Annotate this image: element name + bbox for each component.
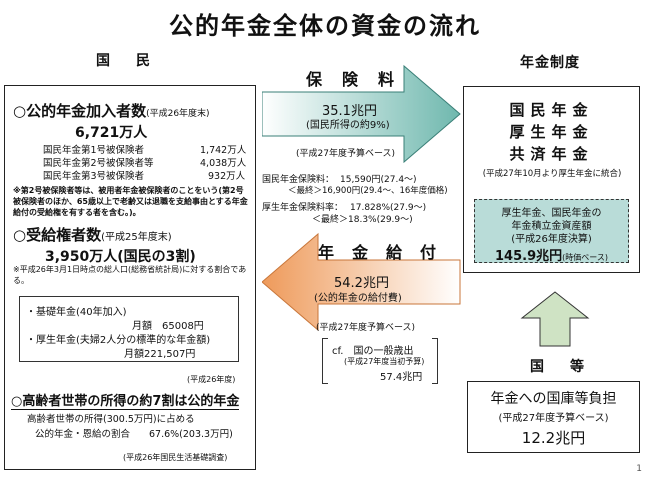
- national-premium-current: 15,590円(27.4～): [340, 175, 417, 185]
- benefit-arrow: [262, 232, 461, 332]
- welfare-rate-label: 厚生年金保険料率：: [262, 203, 344, 213]
- system-kyosai: 共済年金: [509, 145, 594, 163]
- enrollee-row-2-label: 国民年金第2号被保険者等: [43, 158, 154, 169]
- cf-line-1: cf. 国の一般歳出: [332, 346, 414, 357]
- recipients-total: 3,950万人(国民の3割): [45, 249, 196, 265]
- pension-system-box: 国民年金 厚生年金 共済年金 (平成27年10月より厚生年金に統合) 厚生年金、…: [463, 86, 640, 273]
- national-premium-label: 国民年金保険料：: [262, 175, 335, 185]
- enrollees-total: 6,721万人: [75, 125, 148, 141]
- national-premium-final: ＜最終＞16,900円(29.4～、16年度価格): [288, 186, 448, 196]
- premium-amount: 35.1兆円: [322, 104, 377, 119]
- page-title: 公的年金全体の資金の流れ: [169, 12, 481, 40]
- cf-line-3: 57.4兆円: [380, 372, 423, 383]
- ratio-line-2: 公的年金・恩給の割合 67.6%(203.3万円): [35, 429, 233, 440]
- ratio-line-1: 高齢者世帯の所得(300.5万円)に占める: [27, 414, 195, 425]
- premium-basis: (平成27年度予算ベース): [296, 149, 396, 159]
- citizens-box: ○公的年金加入者数(平成26年度末) 6,721万人 国民年金第1号被保険者 1…: [4, 85, 256, 470]
- system-merge-note: (平成27年10月より厚生年金に統合): [482, 169, 622, 179]
- premium-arrow: [262, 64, 461, 164]
- label-nenkin-seido: 年金制度: [520, 55, 580, 71]
- enrollee-row-1-value: 1,742万人: [200, 145, 247, 156]
- benefit-amount-note: (平成26年度): [187, 375, 236, 384]
- system-kosei: 厚生年金: [509, 123, 594, 141]
- enrollees-footnote: ※第2号被保険者等は、被用者年金被保険者のことをいう(第2号被保険者のほか、65…: [13, 186, 248, 217]
- basic-pension-label: ・基礎年金(40年加入): [26, 307, 127, 318]
- subsidy-arrow: [520, 291, 590, 347]
- welfare-pension-label: ・厚生年金(夫婦2人分の標準的な年金額): [26, 335, 211, 346]
- subsidy-line-2: (平成27年度予算ベース): [498, 413, 609, 424]
- basic-pension-value: 月額 65008円: [132, 321, 204, 332]
- ratio-source: (平成26年国民生活基礎調査): [123, 453, 228, 462]
- welfare-rate-current: 17.828%(27.9～): [350, 203, 427, 213]
- state-subsidy-box: 年金への国庫等負担 (平成27年度予算ベース) 12.2兆円: [467, 381, 640, 453]
- benefit-label: 年 金 給 付: [318, 243, 438, 262]
- welfare-rate-final: ＜最終＞18.3%(29.9～): [312, 215, 413, 225]
- subsidy-amount: 12.2兆円: [521, 429, 586, 447]
- reserve-line-3: (平成26年度決算): [511, 234, 592, 245]
- premium-ratio: (国民所得の約9%): [306, 120, 390, 131]
- benefit-amount-box: ・基礎年金(40年加入) 月額 65008円 ・厚生年金(夫婦2人分の標準的な年…: [19, 296, 239, 362]
- reserve-line-1: 厚生年金、国民年金の: [501, 208, 602, 219]
- benefit-basis: (平成27年度予算ベース): [316, 323, 416, 333]
- ratio-heading: ○高齢者世帯の所得の約7割は公的年金: [11, 390, 240, 410]
- recipients-heading: ○受給権者数(平成25年度末): [13, 226, 172, 244]
- enrollee-row-2-value: 4,038万人: [200, 158, 247, 169]
- system-kokumin: 国民年金: [509, 101, 594, 119]
- cf-line-2: (平成27年度当初予算): [344, 357, 425, 366]
- benefit-amount: 54.2兆円: [334, 276, 389, 291]
- page-number: 1: [636, 464, 642, 474]
- enrollee-row-3-label: 国民年金第3号被保険者: [43, 171, 145, 182]
- recipients-footnote: ※平成26年3月1日時点の総人口(総務省統計局)に対する割合である。: [13, 265, 247, 285]
- reserve-line-2: 年金積立金資産額: [511, 221, 592, 232]
- reserve-amount-line: 145.9兆円(時価ベース): [495, 249, 608, 264]
- general-expenditure-box: cf. 国の一般歳出 (平成27年度当初予算) 57.4兆円: [322, 338, 438, 384]
- label-kokumin: 国 民: [96, 53, 156, 69]
- enrollees-heading: ○公的年金加入者数(平成26年度末): [13, 102, 210, 120]
- enrollee-row-1-label: 国民年金第1号被保険者: [43, 145, 145, 156]
- reserve-box: 厚生年金、国民年金の 年金積立金資産額 (平成26年度決算) 145.9兆円(時…: [474, 199, 629, 264]
- benefit-sub: (公的年金の給付費): [314, 293, 402, 304]
- premium-label: 保 険 料: [306, 70, 397, 89]
- welfare-pension-value: 月額221,507円: [124, 349, 196, 360]
- label-kuni: 国 等: [530, 359, 590, 375]
- subsidy-line-1: 年金への国庫等負担: [490, 391, 617, 407]
- enrollee-row-3-value: 932万人: [208, 171, 246, 182]
